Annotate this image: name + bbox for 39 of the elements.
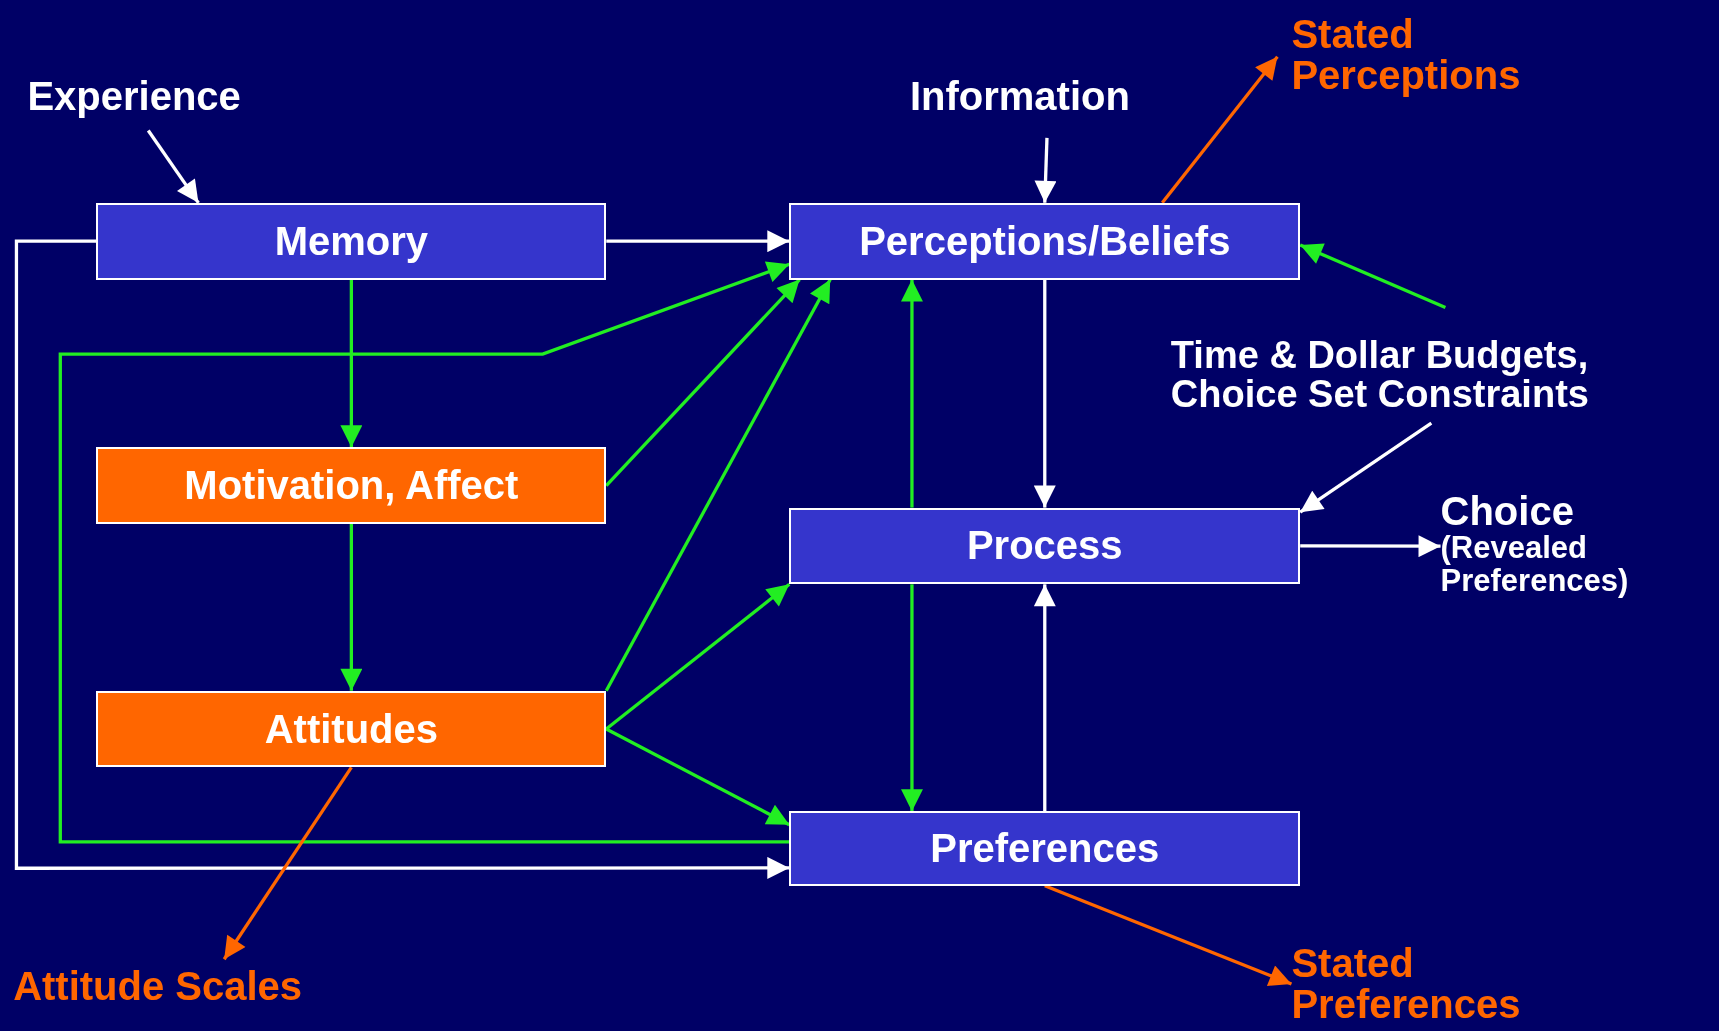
text-label: Attitude Scales (13, 959, 436, 1015)
arrow (1300, 535, 1441, 558)
arrow (146, 129, 200, 204)
text-note: (Revealed Preferences) (1440, 532, 1630, 598)
arrow (900, 584, 923, 812)
process-box (96, 447, 607, 524)
process-box (789, 507, 1301, 585)
text-label: Stated Preferences (1291, 937, 1643, 1031)
arrow (1044, 884, 1293, 986)
box-label: Perceptions/Beliefs (859, 218, 1231, 264)
arrow (1299, 421, 1433, 514)
arrow (1161, 55, 1279, 204)
arrow (605, 278, 801, 487)
box-label: Process (966, 523, 1123, 569)
process-box (96, 690, 607, 768)
box-label: Preferences (930, 826, 1160, 871)
arrow (1033, 279, 1056, 508)
text-label: Stated Perceptions (1291, 5, 1643, 105)
text-label: Time & Dollar Budgets, Choice Set Constraints (1170, 326, 1714, 424)
process-box (789, 202, 1301, 280)
arrow (1034, 137, 1057, 203)
arrow (605, 583, 791, 731)
arrow (1033, 584, 1056, 812)
text-label: Experience (27, 71, 296, 121)
arrow (604, 278, 832, 692)
process-box (96, 202, 607, 280)
arrow (900, 279, 923, 508)
process-box (789, 811, 1301, 886)
arrow (222, 766, 353, 961)
text-label: Information (909, 71, 1184, 121)
arrow (606, 230, 790, 253)
box-label: Motivation, Affect (184, 463, 519, 509)
box-label: Memory (274, 218, 429, 264)
text-label: Choice (1440, 490, 1575, 533)
box-label: Attitudes (264, 706, 438, 752)
arrow (1299, 243, 1447, 309)
arrow (340, 524, 363, 691)
arrow (605, 727, 791, 827)
arrow (340, 279, 363, 448)
